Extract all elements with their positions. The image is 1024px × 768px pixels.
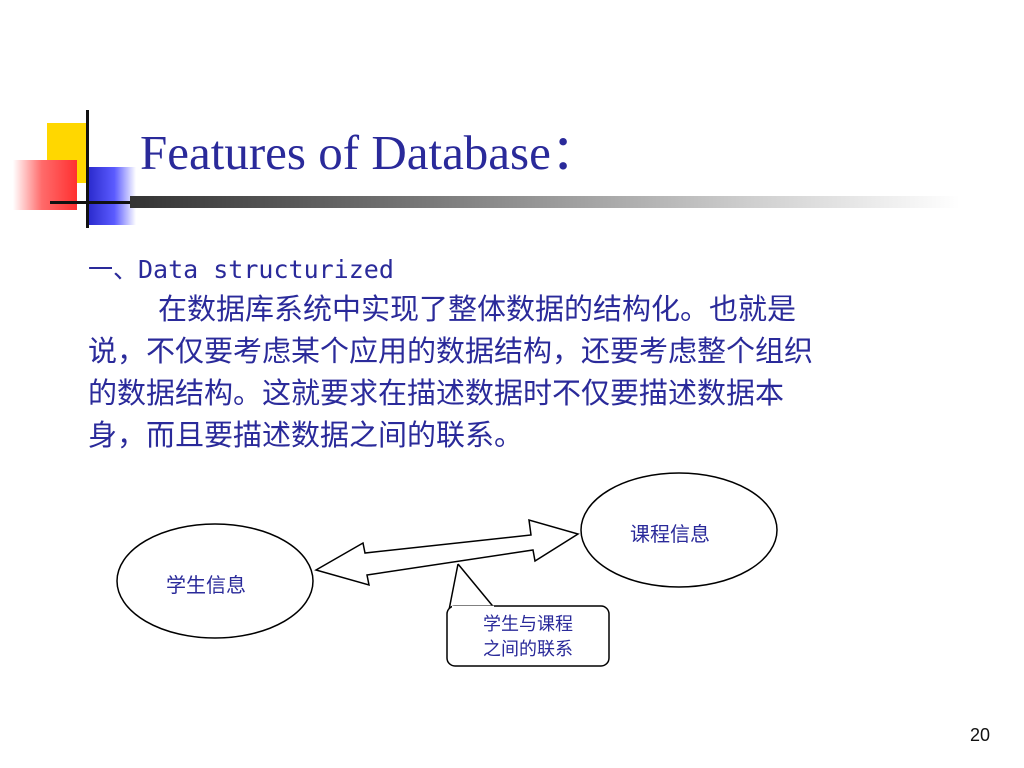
relation-box-line-1: 学生与课程 (483, 614, 573, 635)
student-node-label: 学生信息 (166, 573, 246, 597)
vertical-line-decoration (86, 110, 89, 228)
course-node-ellipse (580, 472, 778, 588)
course-node-label: 课程信息 (630, 522, 710, 546)
body-line-2: 说，不仅要考虑某个应用的数据结构，还要考虑整个组织 (88, 334, 814, 368)
horizontal-line-decoration (50, 201, 140, 204)
blue-gradient-decoration (88, 167, 136, 225)
student-node-ellipse (116, 523, 314, 639)
body-paragraph: 在数据库系统中实现了整体数据的结构化。也就是 说，不仅要考虑某个应用的数据结构，… (88, 288, 948, 456)
body-line-3: 的数据结构。这就要求在描述数据时不仅要描述数据本 (88, 376, 785, 410)
callout-pointer-left (448, 563, 459, 611)
double-arrow-connector (314, 518, 580, 587)
relation-callout-box (446, 605, 610, 667)
slide-title: Features of Database： (140, 125, 600, 180)
page-number: 20 (970, 725, 991, 745)
corner-ornament (0, 0, 160, 240)
callout-pointer-right (457, 563, 497, 611)
title-underline (130, 196, 960, 208)
body-line-1: 在数据库系统中实现了整体数据的结构化。也就是 (158, 292, 797, 326)
section-heading: 一、Data structurized (88, 255, 394, 284)
relation-box-line-2: 之间的联系 (483, 639, 573, 660)
body-line-4: 身，而且要描述数据之间的联系。 (88, 418, 524, 452)
relation-box-label: 学生与课程 之间的联系 (447, 612, 609, 662)
